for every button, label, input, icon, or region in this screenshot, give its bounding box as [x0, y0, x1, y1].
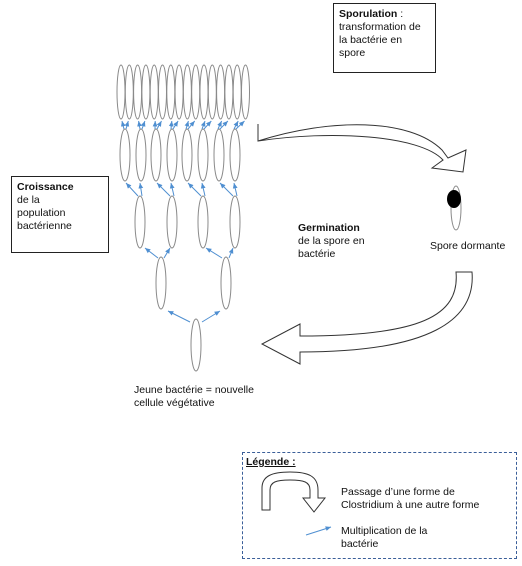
legend-blue-arrow-icon: [305, 526, 332, 536]
bacterium-cell: [119, 128, 131, 182]
sporulation-text: : transformation de la bactérie en spore: [339, 8, 421, 59]
spore-label: Spore dormante: [430, 240, 506, 252]
bacterium-cell: [149, 64, 159, 120]
croissance-title: Croissance: [17, 181, 74, 193]
bacterium-cell: [182, 64, 192, 120]
bacterium-cell: [232, 64, 242, 120]
bacterium-cell: [213, 128, 225, 182]
croissance-box: Croissance de la population bactérienne: [11, 176, 109, 253]
multiplication-arrow: [201, 310, 221, 323]
legend-passage-text: Passage d’une forme de Clostridium à une…: [341, 486, 480, 511]
bacterium-cell: [155, 256, 167, 310]
bacterium-cell: [197, 195, 209, 249]
multiplication-arrow: [138, 182, 144, 197]
germination-title: Germination: [298, 222, 360, 234]
bacterium-cell: [191, 64, 201, 120]
bacterium-cell: [134, 195, 146, 249]
multiplication-arrow: [200, 120, 206, 130]
germination-text: de la spore en bactérie: [298, 235, 365, 260]
bacterium-cell: [166, 195, 178, 249]
legend-title: Légende :: [246, 456, 296, 468]
bacterium-cell: [190, 318, 202, 372]
legend-box: [242, 452, 517, 559]
bacterium-cell: [181, 128, 193, 182]
multiplication-arrows: [120, 120, 245, 323]
germination-arrow: [260, 271, 473, 365]
multiplication-arrow: [169, 182, 175, 197]
multiplication-arrow: [187, 182, 202, 197]
bacterium-cell: [158, 64, 167, 120]
multiplication-arrow: [168, 120, 174, 130]
legend-curved-arrow-icon: [261, 471, 327, 513]
bacterium-cell: [166, 64, 176, 120]
bacterium-cell: [199, 64, 209, 120]
multiplication-arrow: [140, 120, 146, 130]
bacterium-cell: [216, 64, 226, 120]
bacterium-cell: [229, 128, 241, 182]
multiplication-arrow: [203, 120, 212, 130]
legend-multiplication-text: Multiplication de la bactérie: [341, 525, 428, 550]
bacterium-cell: [229, 195, 241, 249]
multiplication-arrow: [144, 247, 159, 259]
multiplication-arrow: [163, 247, 171, 259]
dormant-spore: [447, 185, 462, 231]
multiplication-arrow: [137, 120, 142, 130]
bacterium-cell: [166, 128, 178, 182]
multiplication-arrow: [233, 120, 239, 130]
bacterium-cell: [141, 64, 151, 120]
multiplication-arrow: [219, 120, 229, 130]
croissance-text: de la population bactérienne: [17, 194, 72, 232]
bacterium-cell: [135, 128, 147, 182]
germination-box: Germination de la spore en bactérie: [293, 218, 381, 273]
bacterium-cell: [224, 64, 234, 120]
multiplication-arrow: [219, 182, 234, 197]
sporulation-arrow: [257, 124, 467, 173]
sporulation-box: Sporulation : transformation de la bacté…: [333, 3, 436, 73]
bacterium-cell: [124, 64, 134, 120]
bacterium-cell: [133, 64, 143, 120]
bacterium-cell: [241, 64, 250, 120]
bacterium-cell: [174, 64, 184, 120]
multiplication-arrow: [187, 120, 196, 130]
bacterium-cell: [220, 256, 232, 310]
multiplication-arrow: [200, 182, 206, 197]
multiplication-arrow: [205, 247, 223, 259]
multiplication-arrow: [124, 120, 130, 130]
bacterium-cell: [116, 64, 126, 120]
young-bacteria-label: Jeune bactérie = nouvelle cellule végéta…: [134, 384, 254, 409]
multiplication-arrow: [232, 182, 238, 197]
bacterium-cell: [207, 64, 217, 120]
multiplication-arrow: [184, 120, 190, 130]
bacterium-cell: [150, 128, 162, 182]
sporulation-title: Sporulation: [339, 8, 398, 20]
multiplication-arrow: [172, 120, 179, 130]
bacteria-cells: [116, 64, 250, 372]
multiplication-arrow: [228, 247, 234, 259]
multiplication-arrow: [167, 310, 191, 323]
multiplication-arrow: [120, 120, 126, 130]
multiplication-arrow: [156, 182, 171, 197]
multiplication-arrow: [125, 182, 139, 197]
bacterium-cell: [197, 128, 209, 182]
multiplication-arrow: [156, 120, 162, 130]
multiplication-arrow: [235, 120, 245, 130]
multiplication-arrow: [217, 120, 223, 130]
